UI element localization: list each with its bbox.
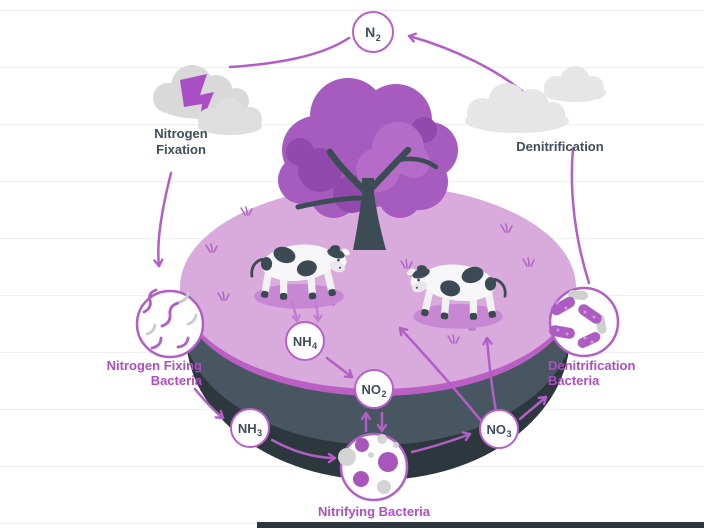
- label-nitrogen-fixation-line2: Fixation: [156, 142, 206, 157]
- arrow-nh4-to-no2: [325, 356, 354, 379]
- label-denitrification: Denitrification: [516, 139, 604, 154]
- label-nitrogen-fixing-bacteria: Nitrogen Fixing Bacteria: [106, 358, 202, 388]
- nh3-formula: NH3: [237, 420, 263, 439]
- arrow-bacteria-to-denitrification: [570, 146, 591, 285]
- arrow-fixation-to-bacteria: [153, 171, 173, 268]
- label-denitrification-bacteria: Denitrification Bacteria: [548, 358, 636, 388]
- bacteria-squiggle: [176, 336, 190, 349]
- bacteria-spots: [555, 301, 596, 344]
- arrow-no3-to-denitrification-bacteria: [518, 395, 548, 421]
- arrow-n2-to-fixation: [228, 36, 351, 69]
- arrow-nh3-to-nitrifying-bacteria: [270, 438, 337, 464]
- bacteria-squiggle: [150, 336, 163, 350]
- label-nitrogen-fixation-line1: Nitrogen: [154, 126, 208, 141]
- node-nh3: NH3: [230, 408, 270, 448]
- bacteria-squiggle: [160, 301, 180, 328]
- no3-formula: NO3: [486, 421, 512, 440]
- cycle-arrows: [153, 32, 591, 464]
- no2-formula: NO2: [361, 381, 387, 400]
- lightning-icon: [180, 74, 214, 129]
- node-no3: NO3: [479, 409, 519, 449]
- bacteria-squiggle: [186, 313, 198, 326]
- storm-cloud-icon: [153, 65, 262, 135]
- island-grass-top: [180, 185, 576, 389]
- denitrification-bacteria-circle: [548, 286, 620, 358]
- node-nh4: NH4: [285, 321, 325, 361]
- arrow-cow-to-nh4-right: [313, 300, 323, 323]
- bacteria-squiggle: [142, 288, 158, 314]
- nitrifying-bacteria-circle: [338, 432, 409, 502]
- cloud-icon: [465, 66, 606, 133]
- arrow-no3-uptake-long: [398, 326, 485, 425]
- tree-trunk: [295, 146, 439, 250]
- nh4-formula: NH4: [292, 333, 318, 352]
- label-nitrifying-bacteria: Nitrifying Bacteria: [318, 504, 430, 519]
- node-n2: N2: [352, 11, 394, 53]
- arrow-cow-to-nh4-left: [290, 300, 301, 323]
- bacteria-squiggle: [178, 291, 190, 304]
- n2-formula: N2: [365, 24, 381, 43]
- node-no2: NO2: [354, 369, 394, 409]
- arrow-nitrifying-to-no3: [410, 431, 472, 454]
- bacteria-squiggle: [145, 323, 157, 336]
- nitrogen-fixing-bacteria-circle: [135, 288, 205, 359]
- label-nitrogen-fixation: Nitrogen Fixation: [131, 126, 231, 158]
- arrow-fixing-bacteria-to-nh3: [193, 387, 225, 420]
- bottom-edge-strip: [257, 522, 704, 528]
- tree-illustration: [278, 78, 458, 250]
